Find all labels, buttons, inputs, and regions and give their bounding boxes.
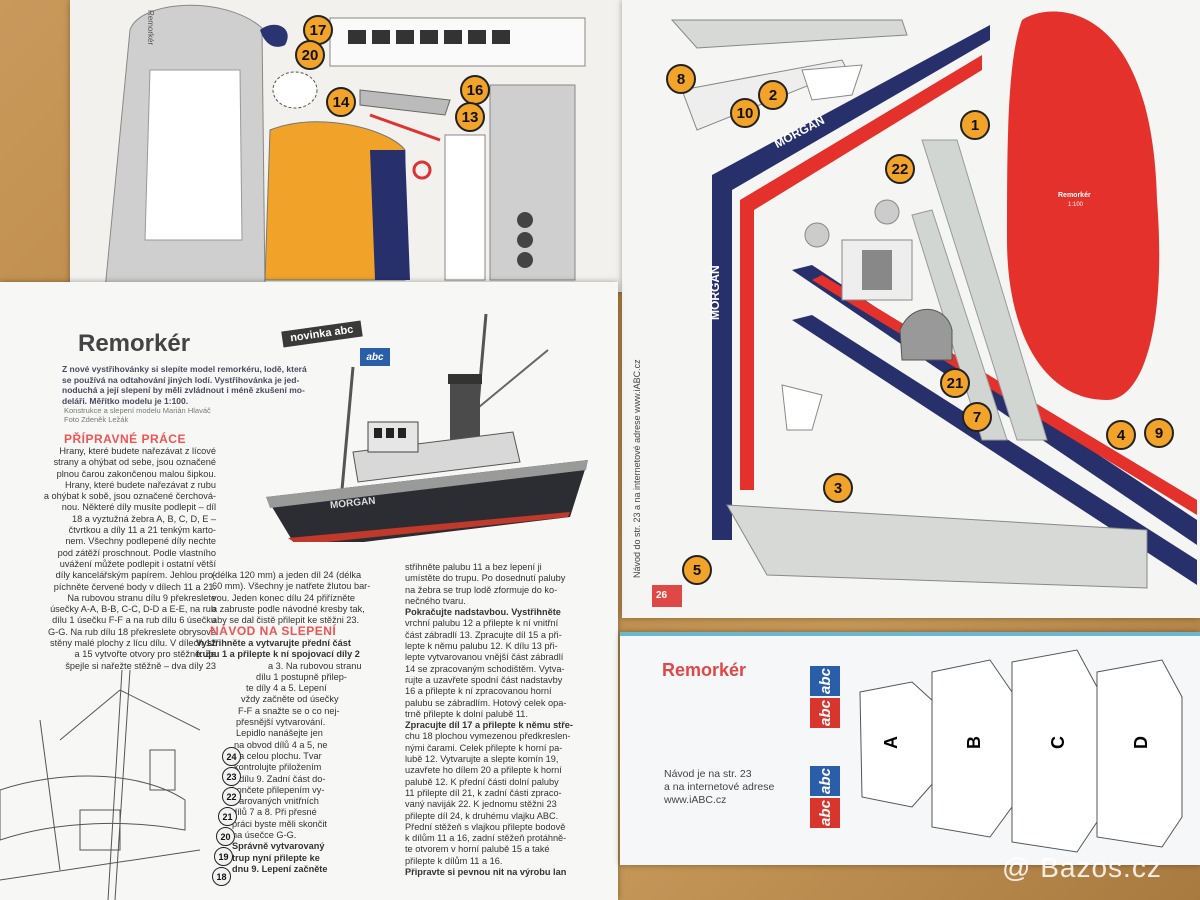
booklet-title: Remorkér bbox=[78, 330, 191, 357]
part-badge-10: 10 bbox=[730, 98, 760, 128]
part-badge-2: 2 bbox=[758, 80, 788, 110]
top-left-sheet: Remorkér 17 20 14 16 13 bbox=[70, 0, 622, 292]
part-badge-16: 16 bbox=[460, 75, 490, 105]
rib-label-C: C bbox=[1048, 736, 1068, 749]
part-badge-22: 22 bbox=[885, 154, 915, 184]
part-badge-13: 13 bbox=[455, 102, 485, 132]
section-preparation: PŘÍPRAVNÉ PRÁCE bbox=[64, 432, 186, 446]
page-number: 26 bbox=[656, 590, 668, 601]
part-badge-20: 20 bbox=[295, 40, 325, 70]
top-left-parts-art bbox=[104, 4, 586, 291]
part-badge-4: 4 bbox=[1106, 420, 1136, 450]
assembly-drawing bbox=[0, 670, 200, 900]
part-badge-3: 3 bbox=[823, 473, 853, 503]
red-part-scale: 1:100 bbox=[1068, 202, 1084, 208]
red-part-label: Remorkér bbox=[1058, 192, 1091, 199]
side-instructions-text: Návod do str. 23 a na internetové adrese… bbox=[632, 359, 642, 578]
abc-logo-bottom-red: abc bbox=[810, 798, 840, 828]
legend-19: 19 bbox=[214, 847, 233, 866]
part-badge-21: 21 bbox=[940, 368, 970, 398]
top-right-sheet: Návod do str. 23 a na internetové adrese… bbox=[622, 0, 1200, 618]
hull-name-side: MORGAN bbox=[708, 265, 722, 320]
watermark: @ Bazos.cz bbox=[1002, 852, 1162, 883]
legend-20: 20 bbox=[216, 827, 235, 846]
part-badge-9: 9 bbox=[1144, 418, 1174, 448]
abc-logo-top-red: abc bbox=[810, 698, 840, 728]
intro-text: Z nové vystřihovánky si slepíte model re… bbox=[62, 364, 307, 406]
abc-logo-top-blue: abc bbox=[810, 666, 840, 696]
section-assembly: NÁVOD NA SLEPENÍ bbox=[210, 624, 337, 638]
rib-label-D: D bbox=[1131, 736, 1151, 749]
boat-photo bbox=[266, 313, 588, 542]
legend-23: 23 bbox=[222, 767, 241, 786]
legend-21: 21 bbox=[218, 807, 237, 826]
part-badge-1: 1 bbox=[960, 110, 990, 140]
top-right-parts-art bbox=[652, 11, 1197, 607]
abc-logo-bottom-blue: abc bbox=[810, 766, 840, 796]
sheet-label: Remorkér bbox=[146, 10, 155, 46]
sign-abc-flag: abc bbox=[360, 348, 390, 366]
part-badge-8: 8 bbox=[666, 64, 696, 94]
part-badge-5: 5 bbox=[682, 555, 712, 585]
part-badge-14: 14 bbox=[326, 87, 356, 117]
part-badge-7: 7 bbox=[962, 402, 992, 432]
legend-24: 24 bbox=[222, 747, 241, 766]
rib-outlines bbox=[859, 649, 1183, 853]
at-icon: @ bbox=[1002, 852, 1032, 883]
legend-22: 22 bbox=[222, 787, 241, 806]
rib-label-B: B bbox=[964, 736, 984, 749]
bottom-title: Remorkér bbox=[662, 660, 747, 680]
top-stripe bbox=[620, 632, 1200, 636]
rib-label-A: A bbox=[881, 736, 901, 749]
instruction-booklet: Remorkér Z nové vystřihovánky si slepíte… bbox=[0, 282, 618, 900]
assembly-text: Vystřihněte a vytvarujte přední část tru… bbox=[196, 638, 362, 874]
legend-18: 18 bbox=[212, 867, 231, 886]
credits-text: Konstrukce a slepení modelu Marián Hlavá… bbox=[64, 406, 211, 424]
